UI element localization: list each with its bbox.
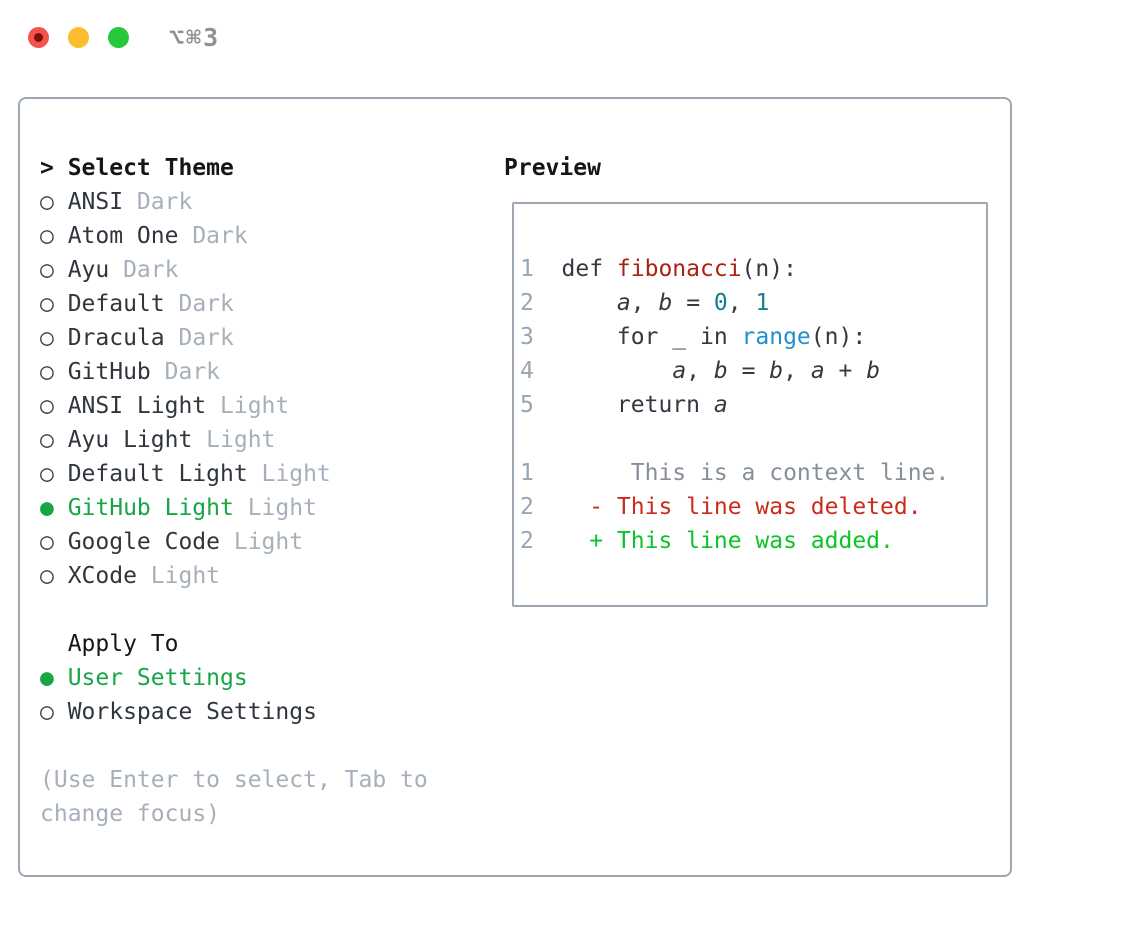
radio-unselected-icon: ○: [40, 393, 54, 419]
line-number: 2: [520, 290, 534, 316]
theme-tag: Dark: [164, 359, 221, 385]
builtin-token: range: [741, 324, 811, 350]
number-token: 0: [713, 290, 728, 316]
help-text: (Use Enter to select, Tab to change focu…: [40, 767, 428, 827]
radio-unselected-icon: ○: [40, 529, 54, 555]
minimize-button[interactable]: [68, 27, 89, 48]
code-line: 2 a, b = 0, 1: [520, 286, 986, 320]
apply-option-user-settings[interactable]: ●User Settings: [40, 661, 317, 695]
theme-tag: Light: [150, 563, 221, 589]
radio-unselected-icon: ○: [40, 427, 54, 453]
theme-tag: Light: [233, 529, 304, 555]
number-token: 1: [755, 290, 770, 316]
line-number: 2: [520, 494, 534, 520]
select-theme-label: Select Theme: [67, 155, 234, 181]
radio-unselected-icon: ○: [40, 223, 54, 249]
line-number: 5: [520, 392, 534, 418]
theme-tag: Dark: [123, 257, 179, 283]
zoom-button[interactable]: [108, 27, 129, 48]
theme-tag: Light: [261, 461, 331, 487]
line-number: 2: [520, 528, 534, 554]
line-number: 3: [520, 324, 534, 350]
radio-selected-icon: ●: [40, 495, 54, 521]
prompt-icon: >: [40, 155, 54, 181]
theme-tag: Dark: [178, 325, 234, 351]
theme-tag: Dark: [192, 223, 248, 249]
apply-to-label: Apply To: [67, 631, 179, 657]
function-name-token: fibonacci: [616, 256, 742, 282]
theme-tag: Light: [206, 427, 276, 453]
titlebar: ⌥⌘3: [0, 0, 1140, 75]
radio-selected-icon: ●: [40, 665, 54, 691]
radio-unselected-icon: ○: [40, 257, 54, 283]
select-theme-header: > Select Theme: [40, 151, 331, 185]
apply-to-header: Apply To: [40, 627, 317, 661]
blank-line: [520, 422, 986, 456]
line-number: 1: [520, 256, 534, 282]
apply-option-workspace-settings[interactable]: ○Workspace Settings: [40, 695, 317, 729]
preview-header: Preview: [504, 155, 601, 181]
theme-tag: Light: [220, 393, 290, 419]
code-line: 3 for _ in range(n):: [520, 320, 986, 354]
radio-unselected-icon: ○: [40, 291, 54, 317]
theme-tag: Dark: [178, 291, 234, 317]
diff-deleted-line: 2 - This line was deleted.: [520, 490, 986, 524]
close-button[interactable]: [28, 27, 49, 48]
diff-added-line: 2 + This line was added.: [520, 524, 986, 558]
line-number: 1: [520, 460, 534, 486]
radio-unselected-icon: ○: [40, 461, 54, 487]
radio-unselected-icon: ○: [40, 359, 54, 385]
code-line: 4 a, b = b, a + b: [520, 354, 986, 388]
radio-unselected-icon: ○: [40, 189, 54, 215]
diff-context-line: 1 This is a context line.: [520, 456, 986, 490]
window-title: ⌥⌘3: [169, 23, 221, 52]
radio-unselected-icon: ○: [40, 325, 54, 351]
code-line: 5 return a: [520, 388, 986, 422]
theme-tag: Dark: [136, 189, 193, 215]
radio-unselected-icon: ○: [40, 563, 54, 589]
apply-to-group: Apply To ●User Settings ○Workspace Setti…: [40, 627, 317, 729]
theme-tag: Light: [247, 495, 317, 521]
radio-unselected-icon: ○: [40, 699, 54, 725]
line-number: 4: [520, 358, 534, 384]
